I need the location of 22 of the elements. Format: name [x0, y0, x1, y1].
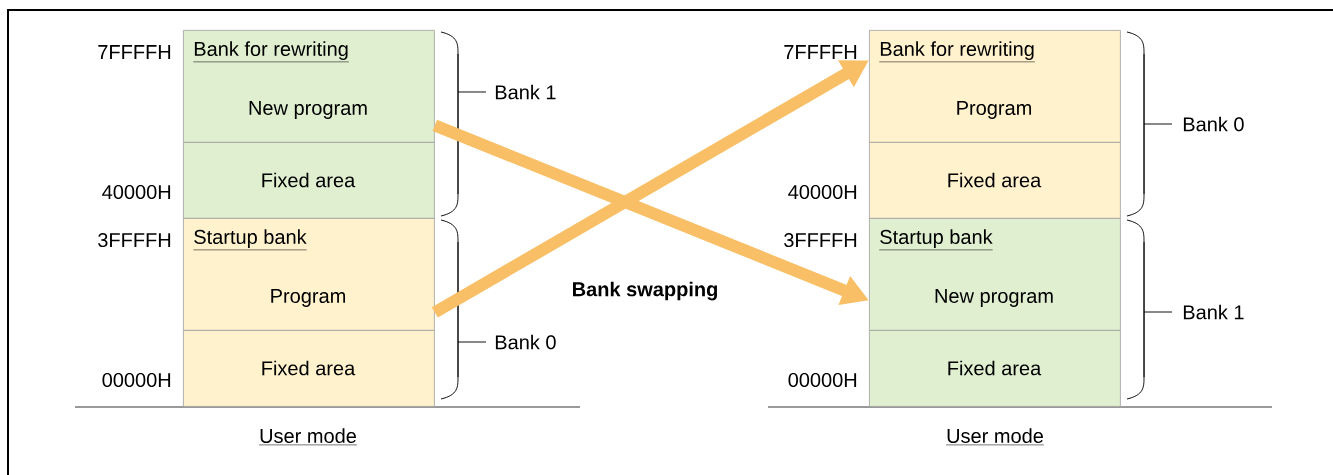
memory-block: Fixed area — [183, 330, 435, 407]
swap-label: Bank swapping — [573, 281, 717, 301]
address-label: 3FFFFH — [784, 232, 857, 248]
bank-label: Bank 0 — [1183, 116, 1244, 132]
address-label: 00000H — [102, 372, 171, 388]
bank-label: Bank 1 — [1183, 304, 1244, 320]
memory-block: Fixed area — [869, 330, 1121, 407]
mode-caption: User mode — [258, 428, 358, 446]
address-label: 40000H — [102, 184, 171, 200]
memory-block: Startup bank Program — [183, 218, 435, 331]
bank-label: Bank 1 — [495, 84, 556, 100]
address-label: 40000H — [788, 184, 857, 200]
address-label: 3FFFFH — [98, 232, 171, 248]
memory-block: Fixed area — [869, 142, 1121, 219]
address-label: 00000H — [788, 372, 857, 388]
memory-block: Bank for rewriting New program — [183, 30, 435, 143]
memory-block: Bank for rewriting Program — [869, 30, 1121, 143]
address-label: 7FFFFH — [784, 45, 857, 59]
memory-block: Fixed area — [183, 142, 435, 219]
bank-label: Bank 0 — [495, 334, 556, 350]
memory-block: Startup bank New program — [869, 218, 1121, 331]
mode-caption: User mode — [945, 428, 1045, 446]
